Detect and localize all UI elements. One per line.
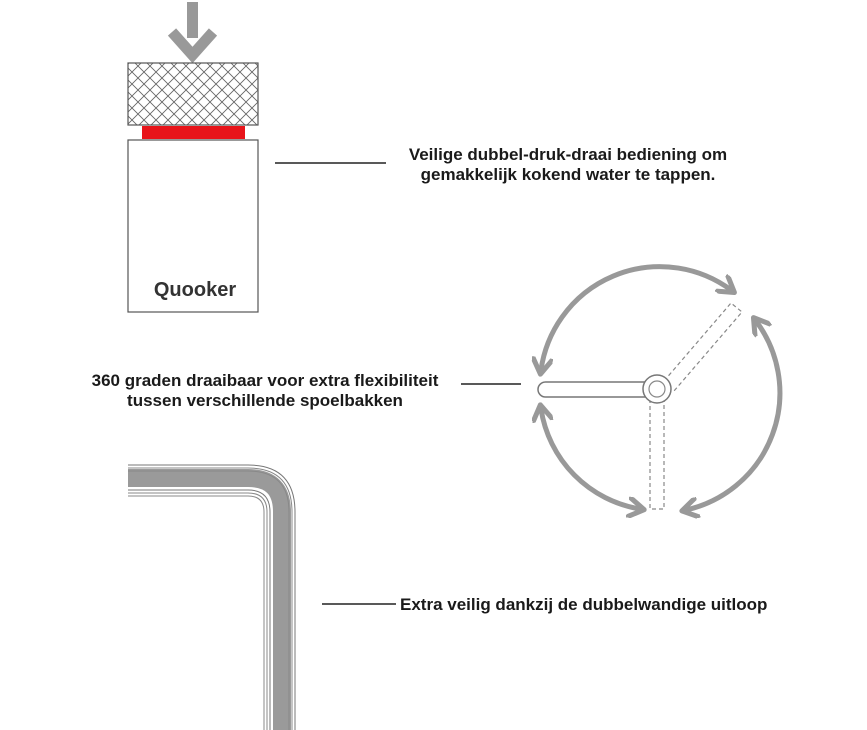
pivot-outer <box>642 374 672 404</box>
rotation-diagram <box>538 264 783 510</box>
caption-push-turn-line2: gemakkelijk kokend water te tappen. <box>420 165 716 184</box>
caption-push-turn: Veilige dubbel-druk-draai bediening om g… <box>388 145 748 185</box>
control-knob <box>127 62 259 126</box>
pivot-inner <box>648 380 666 398</box>
tap-control: Quooker <box>127 2 259 313</box>
caption-push-turn-line1: Veilige dubbel-druk-draai bediening om <box>408 145 728 164</box>
brand-logo: Quooker <box>154 279 236 301</box>
caption-spout-line1: Extra veilig dankzij de dubbelwandige ui… <box>400 595 768 614</box>
caption-rotation-line1: 360 graden draaibaar voor extra flexibil… <box>91 371 439 390</box>
spout-cross-section <box>128 464 296 730</box>
arrow-top <box>541 264 731 370</box>
spout-outer-wall <box>128 469 291 730</box>
curved-arrow-icon <box>541 264 783 510</box>
down-arrow-icon <box>167 2 218 64</box>
dashed-spout-positions <box>649 302 743 510</box>
caption-rotation-line2: tussen verschillende spoelbakken <box>127 391 403 410</box>
arrow-right <box>686 321 783 510</box>
arrow-bottom <box>541 409 640 509</box>
red-ring <box>142 126 245 139</box>
caption-spout: Extra veilig dankzij de dubbelwandige ui… <box>400 595 800 615</box>
tap-body <box>127 139 259 313</box>
caption-rotation: 360 graden draaibaar voor extra flexibil… <box>70 371 460 411</box>
